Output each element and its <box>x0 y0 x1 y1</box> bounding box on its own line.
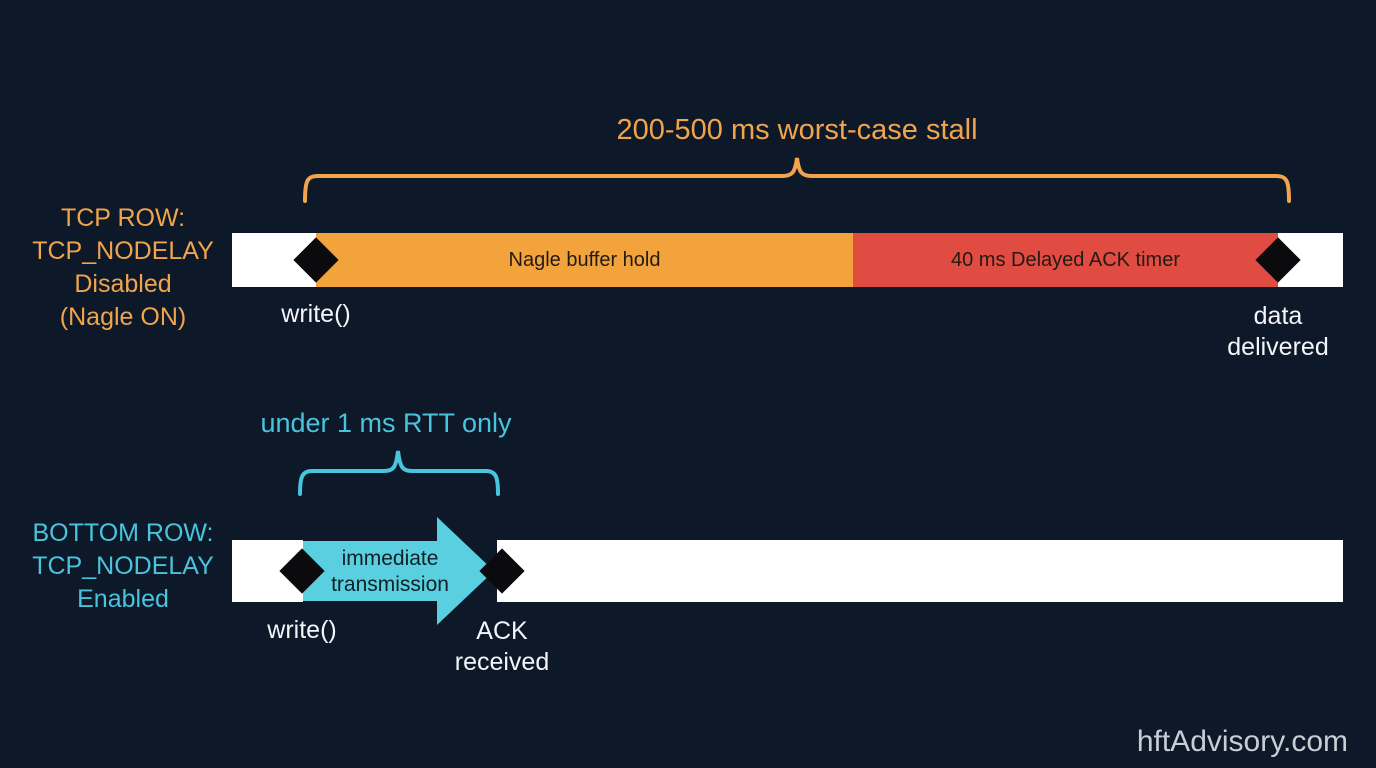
nagle-buffer-hold-label: Nagle buffer hold <box>508 248 661 271</box>
side-label-line: Enabled <box>77 585 169 613</box>
nagle-timeline-bar: Nagle buffer hold 40 ms Delayed ACK time… <box>232 233 1343 287</box>
rtt-only-label: under 1 ms RTT only <box>260 408 512 438</box>
nagle-buffer-hold-segment: Nagle buffer hold <box>316 233 853 287</box>
worst-case-stall-brace <box>303 157 1291 203</box>
delayed-ack-timer-segment: 40 ms Delayed ACK timer <box>853 233 1278 287</box>
ack-received-label: ACK received <box>402 616 602 678</box>
side-label-line: TCP_NODELAY <box>32 237 214 265</box>
immediate-transmission-line: transmission <box>331 573 449 596</box>
data-delivered-label: data delivered <box>1178 301 1376 363</box>
immediate-transmission-label: immediate transmission <box>295 546 485 598</box>
worst-case-stall-label: 200-500 ms worst-case stall <box>616 114 978 146</box>
nodelay-timeline-bar-right <box>497 540 1343 602</box>
watermark: hftAdvisory.com <box>1136 725 1348 758</box>
top-write-event-label: write() <box>281 300 351 328</box>
side-label-line: (Nagle ON) <box>59 303 187 331</box>
bottom-write-event-label: write() <box>267 616 337 644</box>
immediate-transmission-line: immediate <box>341 547 439 570</box>
bottom-row-side-label: BOTTOM ROW: TCP_NODELAY Enabled <box>10 517 236 616</box>
top-row-side-label: TCP ROW: TCP_NODELAY Disabled (Nagle ON) <box>10 202 236 334</box>
ack-received-line: received <box>454 648 550 676</box>
rtt-only-brace <box>298 450 500 496</box>
side-label-line: TCP_NODELAY <box>32 552 214 580</box>
data-delivered-line: delivered <box>1227 333 1329 361</box>
side-label-line: BOTTOM ROW: <box>32 519 214 547</box>
delayed-ack-timer-label: 40 ms Delayed ACK timer <box>951 248 1180 271</box>
ack-received-line: ACK <box>476 617 528 645</box>
data-delivered-line: data <box>1253 302 1303 330</box>
side-label-line: Disabled <box>74 270 172 298</box>
side-label-line: TCP ROW: <box>60 204 186 232</box>
